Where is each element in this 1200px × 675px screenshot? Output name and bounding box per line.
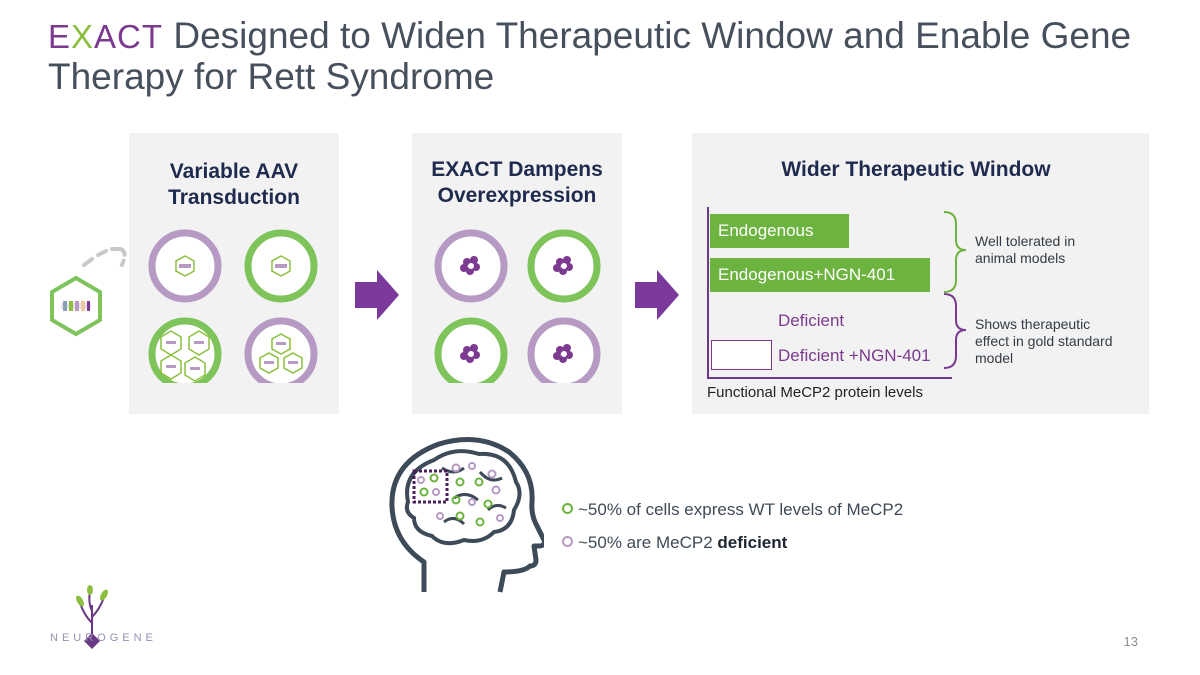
protein-icon: [553, 256, 573, 275]
protein-icon: [460, 344, 480, 363]
green-dot-icon: [562, 503, 573, 514]
bullet-deficient-bold: deficient: [717, 533, 788, 552]
bar-deficient-ngn401: [711, 340, 772, 370]
bracket-icon: [943, 211, 967, 369]
bullet-wt-cells: ~50% of cells express WT levels of MeCP2: [562, 500, 903, 520]
label-deficient-ngn401: Deficient +NGN-401: [778, 346, 931, 365]
brain-head-icon: [389, 437, 544, 593]
panel-title: Wider Therapeutic Window: [781, 158, 1051, 181]
note-well-tolerated: Well tolerated in animal models: [975, 233, 1076, 266]
brand-letter-a: A: [94, 18, 118, 55]
vector-hexagon-icon: [50, 247, 127, 337]
panel-title: EXACT Dampens Overexpression: [431, 158, 603, 207]
transduction-panel: Variable AAV Transduction: [129, 133, 339, 414]
cell-icon: [148, 317, 222, 383]
protein-icon: [460, 256, 480, 275]
panel-title: Variable AAV Transduction: [168, 160, 300, 209]
logo-wordmark: NEUROGENE: [50, 632, 157, 644]
cell-icon: [148, 229, 222, 303]
cell-icon: [527, 317, 601, 383]
arrow-right-icon: [355, 270, 399, 320]
brand-letter-t: T: [141, 18, 164, 55]
axis-label: Functional MeCP2 protein levels: [707, 384, 923, 401]
cell-icon: [434, 229, 508, 303]
cell-icon: [434, 317, 508, 383]
bullet-wt-text: ~50% of cells express WT levels of MeCP2: [578, 500, 904, 519]
dampens-panel: EXACT Dampens Overexpression: [412, 133, 622, 414]
page-number: 13: [1123, 634, 1138, 649]
y-axis-line: [707, 207, 709, 379]
cell-icon: [244, 317, 318, 383]
cell-icon: [244, 229, 318, 303]
cell-icon: [527, 229, 601, 303]
brand-letter-c: C: [117, 18, 142, 55]
title-text: Designed to Widen Therapeutic Window and…: [48, 15, 1132, 97]
bullet-deficient-cells: ~50% are MeCP2 deficient: [562, 533, 787, 553]
brand-letter-e: E: [48, 18, 72, 55]
slide-title: EXACT Designed to Widen Therapeutic Wind…: [48, 16, 1148, 97]
bar-endogenous: Endogenous: [710, 214, 849, 248]
brand-letter-x: X: [71, 18, 95, 55]
protein-icon: [553, 344, 573, 363]
protein-cell-grid: [434, 229, 601, 383]
note-therapeutic-effect: Shows therapeutic effect in gold standar…: [975, 316, 1113, 366]
bar-endogenous-ngn401: Endogenous+NGN-401: [710, 258, 930, 292]
cell-grid: [148, 229, 318, 383]
exact-brand: EXACT: [48, 18, 163, 55]
purple-dot-icon: [562, 536, 573, 547]
arrow-right-icon: [635, 270, 679, 320]
bullet-deficient-prefix: ~50% are MeCP2: [578, 533, 718, 552]
label-deficient: Deficient: [778, 311, 845, 330]
x-axis-line: [707, 377, 952, 379]
neurogene-logo-icon: [76, 585, 108, 649]
